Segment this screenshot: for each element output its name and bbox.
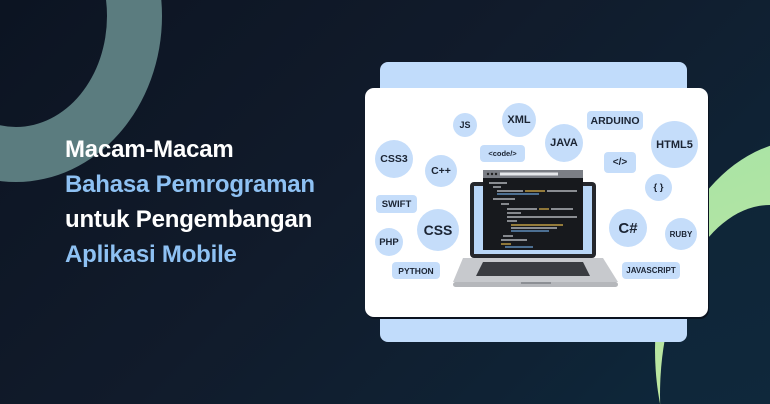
bubble-css3: CSS3 bbox=[375, 140, 413, 178]
headline-line-1: Macam-Macam bbox=[65, 136, 234, 163]
headline-line-3: untuk Pengembangan bbox=[65, 206, 313, 233]
laptop-icon bbox=[453, 170, 618, 287]
bubble-braces: { } bbox=[645, 174, 672, 201]
bubble-slash-tag: </> bbox=[604, 152, 636, 173]
bubble-java: JAVA bbox=[545, 124, 583, 162]
headline-line-2: Bahasa Pemrograman bbox=[65, 171, 315, 198]
bubble-html5: HTML5 bbox=[651, 121, 698, 168]
headline: Macam-Macam Bahasa Pemrograman untuk Pen… bbox=[65, 132, 315, 272]
bubble-php: PHP bbox=[375, 228, 403, 256]
bubble-css: CSS bbox=[417, 209, 459, 251]
headline-line-4: Aplikasi Mobile bbox=[65, 241, 237, 268]
bubble-python: PYTHON bbox=[392, 262, 440, 279]
bubble-code-tag: <code/> bbox=[480, 145, 525, 162]
bubble-ruby: RUBY bbox=[665, 218, 697, 250]
bubble-arduino: ARDUINO bbox=[587, 111, 643, 130]
bubble-cpp: C++ bbox=[425, 155, 457, 187]
bubble-swift: SWIFT bbox=[376, 195, 417, 213]
bubble-csharp: C# bbox=[609, 209, 647, 247]
bubble-xml: XML bbox=[502, 103, 536, 137]
bubble-javascript: JAVASCRIPT bbox=[622, 262, 680, 279]
bubble-js: JS bbox=[453, 113, 477, 137]
